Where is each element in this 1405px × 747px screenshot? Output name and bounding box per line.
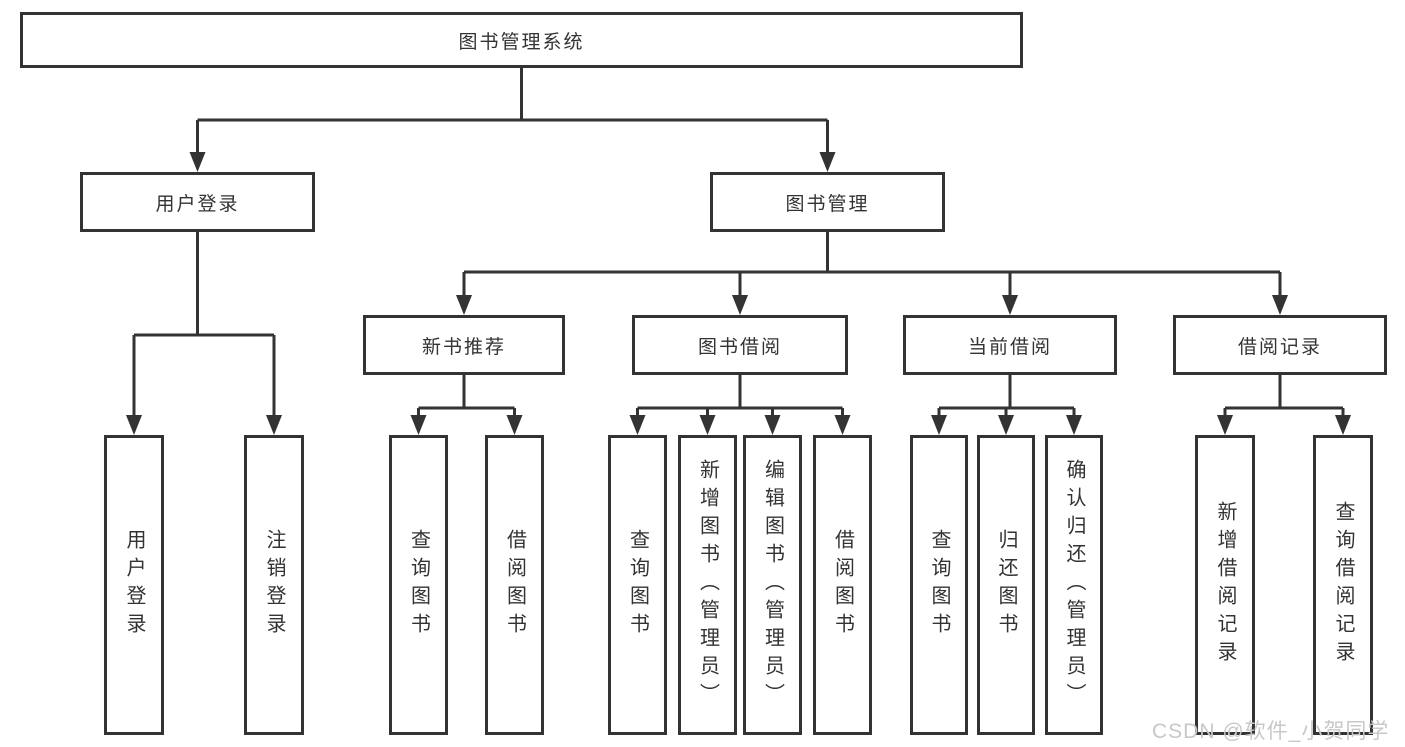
node-label: 图书借阅 — [697, 336, 782, 358]
arrowhead-icon — [126, 415, 142, 435]
connector-borrow-records-to-leaves — [1223, 375, 1345, 416]
connector-new-book-recommend-to-leaves — [417, 375, 516, 416]
node-label: 归还图书 — [995, 529, 1017, 641]
arrowhead-icon — [506, 415, 523, 435]
node-label: 新增图书（管理员） — [696, 459, 719, 711]
arrowhead-icon — [819, 152, 836, 172]
arrowhead-icon — [764, 415, 781, 435]
arrowhead-icon — [732, 295, 748, 315]
node-label: 查询借阅记录 — [1332, 501, 1354, 669]
leaf-user-login: 用户登录 — [104, 435, 164, 735]
leaf-query-books-recommend: 查询图书 — [389, 435, 448, 735]
leaf-edit-book-admin: 编辑图书（管理员） — [743, 435, 802, 735]
node-user-login: 用户登录 — [80, 172, 315, 232]
arrowhead-icon — [266, 415, 282, 435]
node-label: 查询图书 — [407, 529, 430, 641]
leaf-borrow-books-recommend: 借阅图书 — [485, 435, 544, 735]
leaf-confirm-return-admin: 确认归还（管理员） — [1045, 435, 1103, 735]
node-new-book-recommend: 新书推荐 — [363, 315, 565, 375]
node-label: 用户登录 — [123, 529, 145, 641]
node-library-management-system: 图书管理系统 — [20, 12, 1023, 68]
node-label: 借阅图书 — [831, 529, 854, 641]
node-label: 新书推荐 — [421, 336, 506, 358]
connector-current-borrow-to-leaves — [937, 375, 1076, 416]
node-label: 编辑图书（管理员） — [761, 459, 784, 711]
arrowhead-icon — [1272, 295, 1288, 315]
connector-book-borrow-to-leaves — [636, 375, 844, 416]
arrowhead-icon — [189, 152, 206, 172]
node-label: 查询图书 — [626, 529, 649, 641]
arrowhead-icon — [629, 415, 646, 435]
arrowhead-icon — [699, 415, 716, 435]
node-label: 确认归还（管理员） — [1063, 459, 1085, 711]
node-label: 图书管理 — [785, 193, 870, 215]
connector-lines — [132, 68, 1345, 416]
leaf-query-books-borrow: 查询图书 — [608, 435, 667, 735]
leaf-logout: 注销登录 — [244, 435, 304, 735]
leaf-add-book-admin: 新增图书（管理员） — [678, 435, 737, 735]
node-label: 查询图书 — [928, 529, 950, 641]
leaf-query-borrow-record: 查询借阅记录 — [1313, 435, 1373, 735]
connector-user-login-to-leaves — [132, 232, 276, 416]
leaf-add-borrow-record: 新增借阅记录 — [1195, 435, 1255, 735]
leaf-borrow-books-borrow: 借阅图书 — [813, 435, 872, 735]
node-book-management: 图书管理 — [710, 172, 945, 232]
arrowhead-icon — [1335, 415, 1351, 435]
node-borrow-records: 借阅记录 — [1173, 315, 1387, 375]
leaf-return-books: 归还图书 — [977, 435, 1035, 735]
connector-arrowheads — [126, 152, 1351, 435]
node-label: 借阅记录 — [1237, 336, 1322, 358]
node-label: 当前借阅 — [967, 336, 1052, 358]
node-label: 用户登录 — [155, 193, 240, 215]
arrowhead-icon — [931, 415, 947, 435]
arrowhead-icon — [998, 415, 1014, 435]
arrowhead-icon — [410, 415, 427, 435]
connector-root-to-level2 — [196, 68, 829, 153]
arrowhead-icon — [1217, 415, 1233, 435]
node-label: 注销登录 — [263, 529, 285, 641]
arrowhead-icon — [456, 295, 472, 315]
arrowhead-icon — [1066, 415, 1082, 435]
connector-book-management-to-level3 — [462, 232, 1282, 296]
node-label: 新增借阅记录 — [1214, 501, 1236, 669]
leaf-query-books-current: 查询图书 — [910, 435, 968, 735]
csdn-watermark: CSDN @软件_小贺同学 — [1152, 720, 1390, 743]
node-book-borrow: 图书借阅 — [632, 315, 848, 375]
arrowhead-icon — [1002, 295, 1018, 315]
node-current-borrow: 当前借阅 — [903, 315, 1117, 375]
arrowhead-icon — [834, 415, 851, 435]
node-label: 图书管理系统 — [458, 31, 585, 53]
node-label: 借阅图书 — [503, 529, 526, 641]
